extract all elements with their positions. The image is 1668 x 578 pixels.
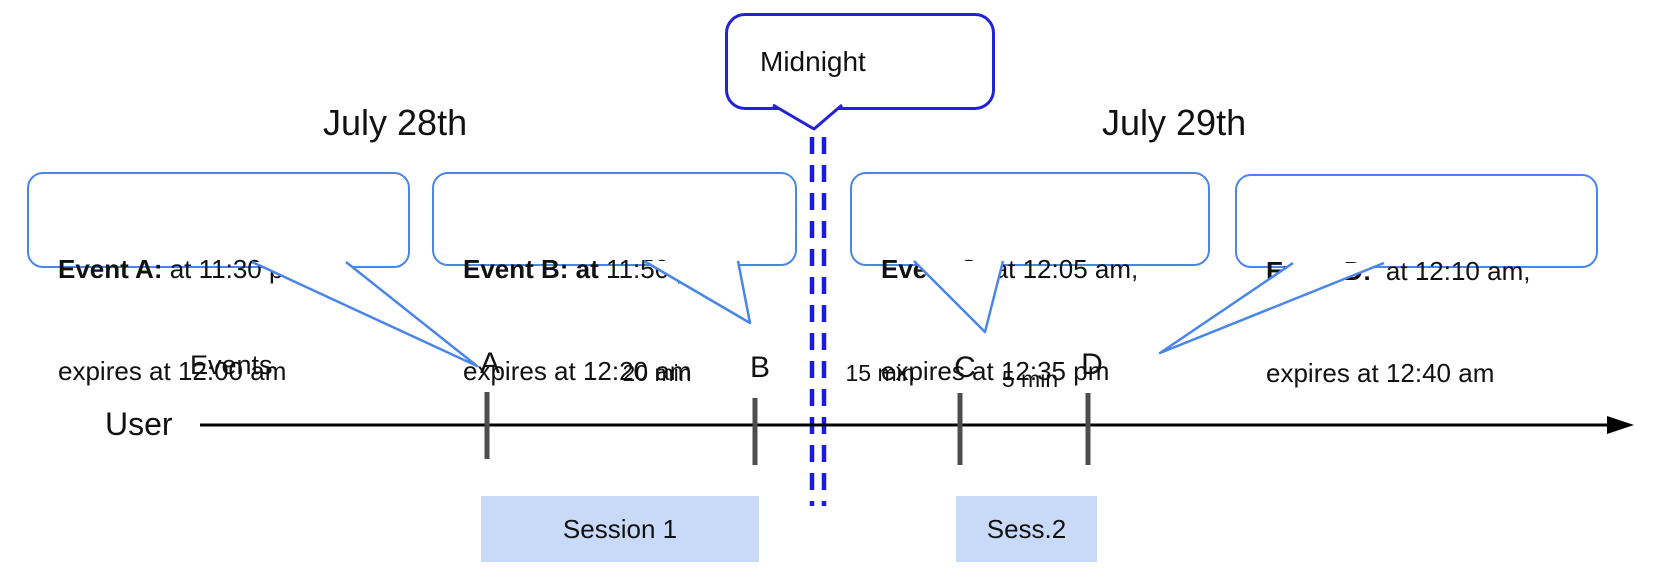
event-a-line2: expires at 12:00 am: [58, 356, 287, 386]
session-2-span: Sess.2: [956, 496, 1097, 562]
event-b-callout: Event B: at 11:50 pm, expires at 12:20 a…: [432, 172, 797, 386]
midnight-label: Midnight: [760, 45, 866, 77]
tick-label-b: B: [749, 351, 771, 384]
event-d-line2: expires at 12:40 am: [1266, 358, 1495, 388]
date-july-28: July 28th: [323, 102, 468, 143]
date-july-29: July 29th: [1102, 102, 1247, 143]
tick-label-c: C: [954, 351, 976, 384]
session-2-label: Sess.2: [986, 513, 1067, 544]
interval-b-c: 15 min: [845, 360, 915, 386]
tick-label-a: A: [479, 347, 501, 380]
event-b-line2: expires at 12:20 am: [463, 356, 692, 386]
session-1-span: Session 1: [481, 496, 759, 562]
event-a-line1: Event A: at 11:30 pm,: [58, 254, 313, 284]
event-a-callout: Event A: at 11:30 pm, expires at 12:00 a…: [27, 172, 410, 386]
event-d-callout: Event D: at 12:10 am, expires at 12:40 a…: [1235, 174, 1598, 388]
interval-a-b: 20 min: [622, 360, 692, 386]
event-c-callout: Event C: at 12:05 am, expires at 12:35 p…: [850, 172, 1210, 386]
timeline-arrowhead-icon: [1607, 416, 1634, 434]
event-c-line2: expires at 12:35 pm: [881, 356, 1110, 386]
session-1-label: Session 1: [562, 513, 678, 544]
event-c-line1: Event C: at 12:05 am,: [881, 254, 1139, 284]
event-b-line1: Event B: at 11:50 pm,: [463, 254, 720, 284]
tick-label-d: D: [1081, 348, 1103, 381]
midnight-callout: Midnight: [725, 13, 995, 110]
interval-c-d: 5 min: [1001, 366, 1059, 392]
user-axis-label: User: [105, 406, 173, 442]
event-d-line1: Event D: at 12:10 am,: [1266, 256, 1531, 286]
